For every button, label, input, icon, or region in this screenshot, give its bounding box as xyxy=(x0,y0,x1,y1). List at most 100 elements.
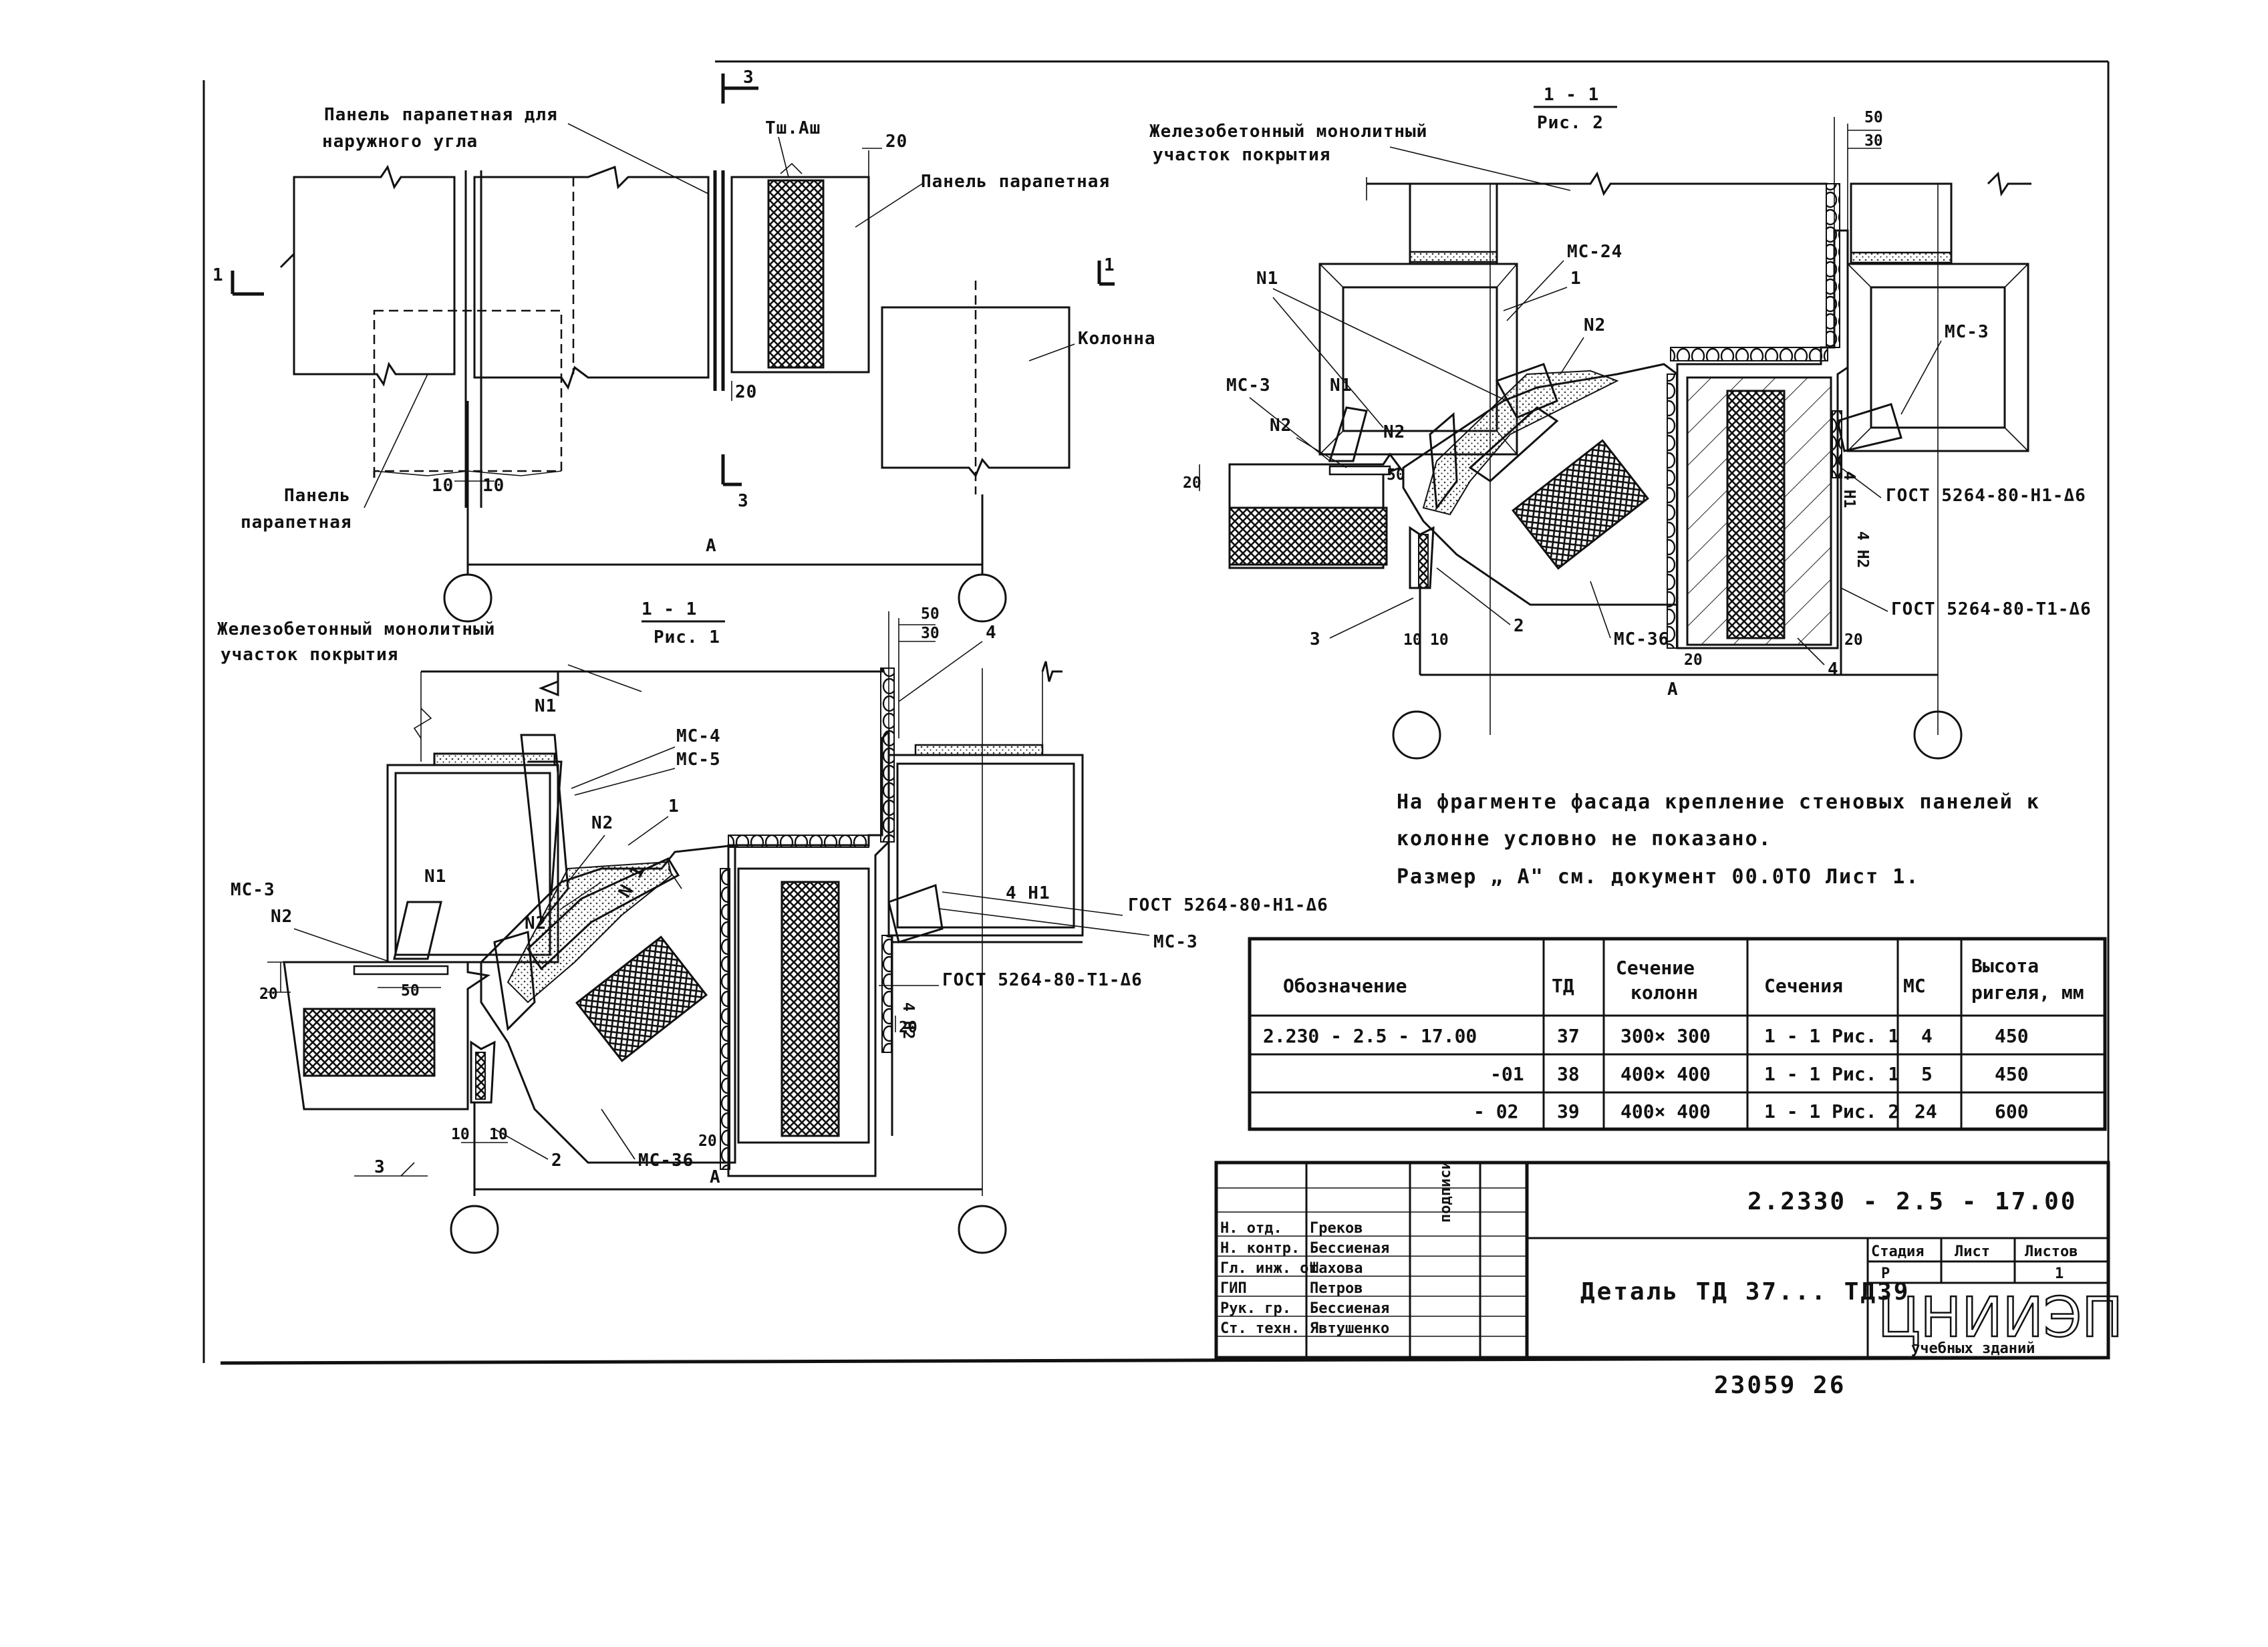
table-cell: 450 xyxy=(1995,1025,2029,1047)
label-monolith-1: Железобетонный монолитный xyxy=(217,619,495,639)
sheet-frame xyxy=(202,60,2110,1365)
label-mc4: МС-4 xyxy=(676,726,721,746)
table-cell: 400× 400 xyxy=(1620,1100,1711,1122)
dim-20-fig2-c: 20 xyxy=(1844,631,1863,649)
name: Петров xyxy=(1310,1280,1363,1297)
stamp-number: 23059 26 xyxy=(1714,1372,1846,1399)
label-mc3-fig2-r: МС-3 xyxy=(1945,322,1989,342)
label-monolith-fig2-1: Железобетонный монолитный xyxy=(1149,122,1427,142)
parapet-panel-section xyxy=(730,176,870,373)
label-monolith-fig2-2: участок покрытия xyxy=(1153,145,1330,165)
dim-50-fig2: 50 xyxy=(1387,466,1405,484)
dim-50-fig2-top: 50 xyxy=(1864,109,1883,126)
pos-1: 1 xyxy=(668,796,680,816)
label-n1-top: N1 xyxy=(535,696,557,716)
label-n2-a: N2 xyxy=(591,813,613,833)
label-panel-bottom-1: Панель xyxy=(284,486,351,506)
dim-10-fig2-a: 10 xyxy=(1403,631,1422,649)
gost-t1-a: ГОСТ 5264-80-Т1-Δ6 xyxy=(942,970,1143,990)
table-cell: 1 - 1 Рис. 1 xyxy=(1764,1063,1899,1085)
note-line-3: Размер „ А" см. документ 00.0ТО Лист 1. xyxy=(1397,865,1919,889)
title-block: Н. отд. Греков Н. контр. Бессиеная Гл. и… xyxy=(1214,1161,2124,1360)
table-cell: 1 - 1 Рис. 1 xyxy=(1764,1025,1899,1047)
weld-4n2-fig2: 4 Н2 xyxy=(1854,531,1871,568)
note-line-1: На фрагменте фасада крепление стеновых п… xyxy=(1397,790,2040,814)
axis-bubble xyxy=(958,573,1007,623)
th-designation: Обозначение xyxy=(1283,975,1407,997)
dim-20-fig2-b: 20 xyxy=(1684,651,1703,669)
role: ГИП xyxy=(1220,1280,1247,1297)
label-n2-fig2-c: N2 xyxy=(1383,422,1405,442)
section-mark-1-right: 1 xyxy=(1104,255,1115,275)
role: Рук. гр. xyxy=(1220,1300,1291,1317)
th-mc: МС xyxy=(1903,975,1926,997)
dim-50-top: 50 xyxy=(921,605,940,623)
table-cell: 450 xyxy=(1995,1063,2029,1085)
section-1-1-fig-2: 1 - 1 Рис. 2 Железобетонный монолитный у… xyxy=(1149,85,2092,760)
label-panel-outer-corner-1: Панель парапетная для xyxy=(324,105,558,125)
label-column: Колонна xyxy=(1078,329,1156,349)
axis-bubble xyxy=(1913,710,1963,760)
spec-table: Обозначение ТД Сечение колонн Сечения МС… xyxy=(1248,937,2107,1131)
section-fig: Рис. 1 xyxy=(654,627,720,647)
column-view xyxy=(881,306,1071,478)
axis-bubble xyxy=(443,573,492,623)
axis-bubble xyxy=(450,1205,499,1254)
pos-3: 3 xyxy=(374,1157,386,1177)
label-n2-fig2: N2 xyxy=(1584,315,1606,335)
dim-30-fig2-top: 30 xyxy=(1864,132,1883,150)
gost-n1-fig2: ГОСТ 5264-80-Н1-Δ6 xyxy=(1886,486,2086,506)
label-mc5: МС-5 xyxy=(676,750,721,770)
table-cell: 300× 300 xyxy=(1620,1025,1711,1047)
table-cell: 4 xyxy=(1921,1025,1933,1047)
th-column-section-b: колонн xyxy=(1631,982,1698,1004)
th-td: ТД xyxy=(1552,975,1574,997)
table-cell: 1 - 1 Рис. 2 xyxy=(1764,1100,1899,1122)
stage-label: Стадия xyxy=(1871,1243,1924,1260)
table-cell: - 02 xyxy=(1473,1100,1518,1122)
dim-20-fig2: 20 xyxy=(1183,474,1201,492)
label-n1-fig2-b: N1 xyxy=(1330,376,1352,396)
label-panel-bottom-2: парапетная xyxy=(241,512,352,533)
dim-20-right: 20 xyxy=(899,1019,917,1036)
parapet-panel-outer-corner xyxy=(293,164,456,387)
doc-code: 2.2330 - 2.5 - 17.00 xyxy=(1747,1188,2077,1215)
gost-t1-fig2: ГОСТ 5264-80-Т1-Δ6 xyxy=(1891,599,2092,619)
dim-20-top: 20 xyxy=(885,132,907,152)
label-monolith-2: участок покрытия xyxy=(221,645,398,665)
axis-bubble xyxy=(1392,710,1441,760)
dim-10-left: 10 xyxy=(432,476,454,496)
dim-20-bottom: 20 xyxy=(735,382,757,402)
label-n2-fig2-b: N2 xyxy=(1270,416,1292,436)
pos-2: 2 xyxy=(551,1151,563,1171)
label-mc24: МС-24 xyxy=(1567,242,1622,262)
doc-title: Деталь ТД 37... ТД39 xyxy=(1580,1278,1910,1306)
name: Греков xyxy=(1310,1220,1363,1237)
table-cell: 400× 400 xyxy=(1620,1063,1711,1085)
section-title-2: 1 - 1 xyxy=(1544,85,1599,105)
sheets-value: 1 xyxy=(2055,1265,2064,1282)
dim-50: 50 xyxy=(401,982,420,1000)
sheets-label: Листов xyxy=(2025,1243,2078,1260)
facade-fragment-view: 10 10 1 1 3 3 20 20 А xyxy=(212,67,1156,623)
pos-4-fig2: 4 xyxy=(1828,659,1839,680)
section-mark-3-bottom: 3 xyxy=(738,491,749,511)
table-cell: 5 xyxy=(1921,1063,1933,1085)
label-n2-b: N2 xyxy=(271,907,293,927)
dim-10-a: 10 xyxy=(451,1126,470,1143)
name: Шахова xyxy=(1310,1260,1363,1277)
sheet-label: Лист xyxy=(1955,1243,1990,1260)
label-mc3-fig2: МС-3 xyxy=(1226,376,1271,396)
label-parapet-panel: Панель парапетная xyxy=(921,172,1110,192)
th-height-b: ригеля, мм xyxy=(1971,982,2084,1004)
section-fig-2: Рис. 2 xyxy=(1537,113,1604,133)
notes: На фрагменте фасада крепление стеновых п… xyxy=(1397,790,2040,889)
role: Гл. инж. от xyxy=(1220,1260,1318,1277)
pos-3-fig2: 3 xyxy=(1310,629,1321,649)
table-cell: 24 xyxy=(1915,1100,1937,1122)
dim-10-right: 10 xyxy=(482,476,505,496)
label-mc3-right: МС-3 xyxy=(1153,932,1198,952)
name: Явтушенко xyxy=(1310,1320,1389,1337)
table-cell: 38 xyxy=(1557,1063,1580,1085)
